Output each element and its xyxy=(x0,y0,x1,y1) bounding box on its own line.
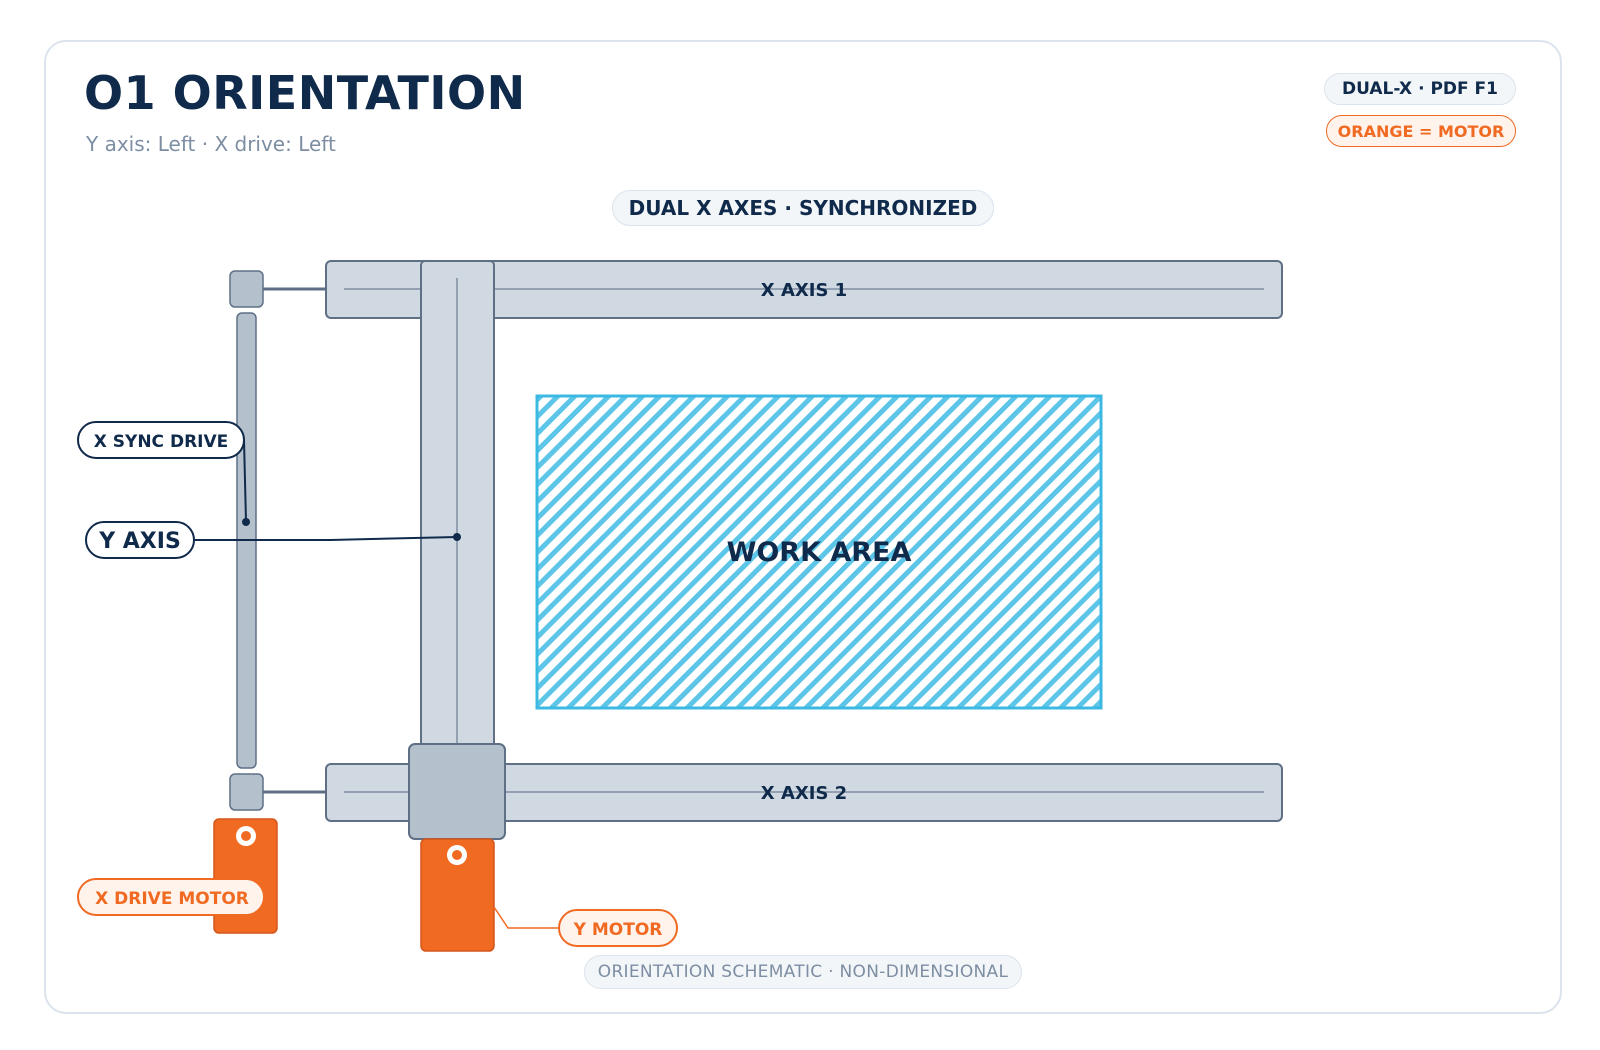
sync-pulley-bottom xyxy=(229,773,264,811)
x-sync-drive-leader xyxy=(243,439,247,523)
dual-x-label: DUAL X AXES · SYNCHRONIZED xyxy=(612,190,994,226)
page-subtitle: Y axis: Left · X drive: Left xyxy=(86,132,336,156)
x-axis-1-label: X AXIS 1 xyxy=(761,280,847,301)
x-drive-motor-callout xyxy=(77,878,265,916)
motor-legend-badge: ORANGE = MOTOR xyxy=(1326,115,1516,147)
x-sync-drive-callout xyxy=(77,421,245,459)
work-area xyxy=(535,394,1103,710)
y-axis-leader xyxy=(194,536,458,541)
configuration-badge: DUAL-X · PDF F1 xyxy=(1324,73,1516,105)
x-drive-motor-callout-text: X DRIVE MOTOR xyxy=(95,889,249,909)
y-motor-leader xyxy=(493,906,559,929)
x-sync-drive-anchor xyxy=(242,518,250,526)
x-drive-motor-shaft-core xyxy=(241,831,251,841)
x-axis-2-label: X AXIS 2 xyxy=(761,783,847,804)
y-motor-shaft-core xyxy=(452,850,462,860)
y-axis-callout xyxy=(85,521,195,559)
y-motor-callout-text: Y MOTOR xyxy=(573,920,663,940)
y-motor xyxy=(420,838,495,952)
y-axis-callout-text: Y AXIS xyxy=(98,529,181,554)
page-title: O1 ORIENTATION xyxy=(84,66,526,120)
y-motor-callout xyxy=(558,909,678,947)
schematic-footer: ORIENTATION SCHEMATIC · NON-DIMENSIONAL xyxy=(584,955,1022,989)
y-axis-anchor xyxy=(453,533,461,541)
y-carriage-block xyxy=(408,743,506,840)
sync-pulley-top xyxy=(229,270,264,308)
work-area-label: WORK AREA xyxy=(727,537,912,568)
x-sync-drive-callout-text: X SYNC DRIVE xyxy=(94,432,229,452)
